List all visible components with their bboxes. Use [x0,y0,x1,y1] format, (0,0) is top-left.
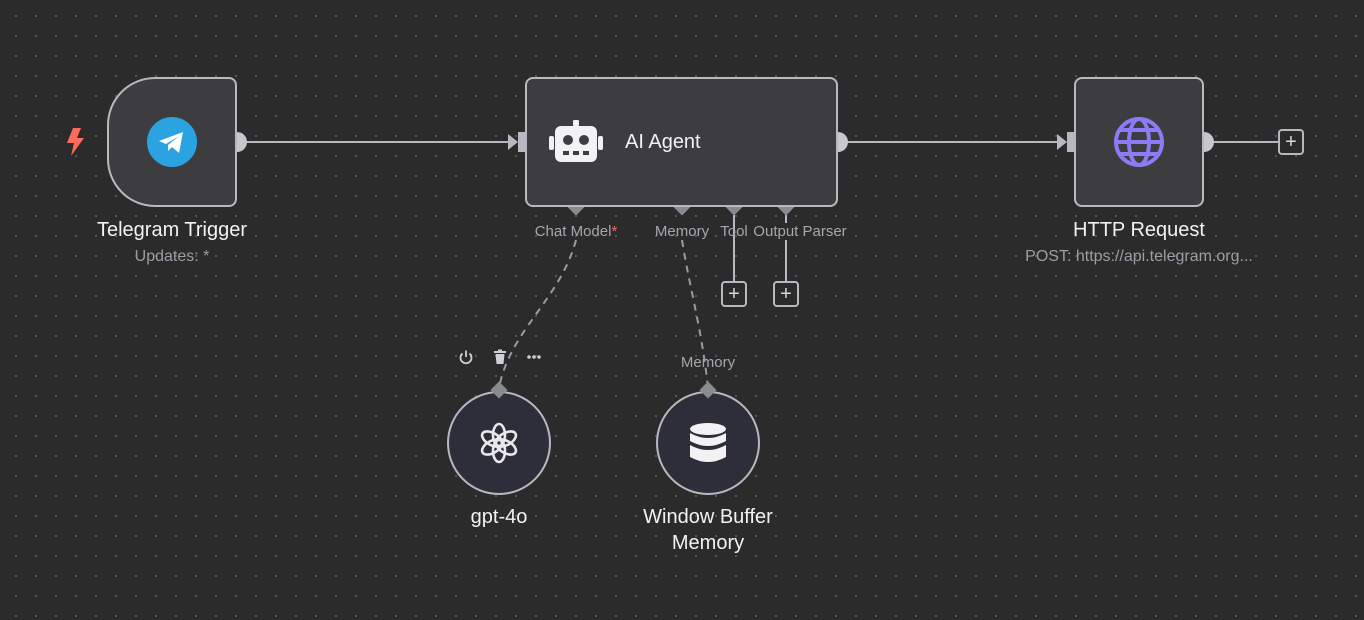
window-buffer-memory-title-line2: Memory [671,532,745,554]
port-label-tool: Tool [720,223,748,240]
chat-model-label: Chat Model [534,223,612,240]
trigger-bolt-icon [67,128,84,156]
port-label-output-parser: Output Parser [751,223,849,240]
openai-icon [480,422,518,464]
gpt-4o-title: gpt-4o [470,506,528,528]
add-output-parser-button[interactable]: + [773,281,799,307]
edge-chat-model-dashed[interactable] [498,239,577,389]
input-arrow-agent [508,134,518,150]
more-icon[interactable] [526,351,542,363]
power-icon[interactable] [458,349,474,365]
telegram-trigger-subtitle: Updates: * [134,248,210,265]
required-mark: * [611,223,618,240]
robot-icon [549,120,603,162]
http-request-subtitle: POST: https://api.telegram.org... [1025,248,1253,265]
node-ai-agent[interactable]: AI Agent [525,77,838,207]
database-icon [690,423,726,462]
globe-icon [1114,117,1164,167]
node-http-request[interactable] [1074,77,1204,207]
window-buffer-memory-title-line1: Window Buffer [643,506,773,528]
node-window-buffer-memory[interactable] [656,391,760,495]
input-arrow-http [1057,134,1067,150]
node-telegram-trigger[interactable] [107,77,237,207]
port-diamond-memory-node[interactable] [698,380,718,400]
add-node-after-http-button[interactable]: + [1278,129,1304,155]
ai-agent-title: AI Agent [625,130,701,153]
edge-memory-dashed[interactable] [681,239,709,389]
telegram-icon [147,117,197,167]
telegram-trigger-title: Telegram Trigger [96,219,248,241]
input-handle-agent[interactable] [518,132,526,152]
port-diamond-gpt-4o[interactable] [489,380,509,400]
memory-node-port-label: Memory [680,354,736,371]
add-tool-button[interactable]: + [721,281,747,307]
port-label-memory: Memory [654,223,710,240]
node-gpt-4o[interactable] [447,391,551,495]
input-handle-http[interactable] [1067,132,1075,152]
port-label-chat-model: Chat Model* [535,223,618,240]
trash-icon[interactable] [492,349,508,365]
http-request-title: HTTP Request [1073,219,1205,241]
